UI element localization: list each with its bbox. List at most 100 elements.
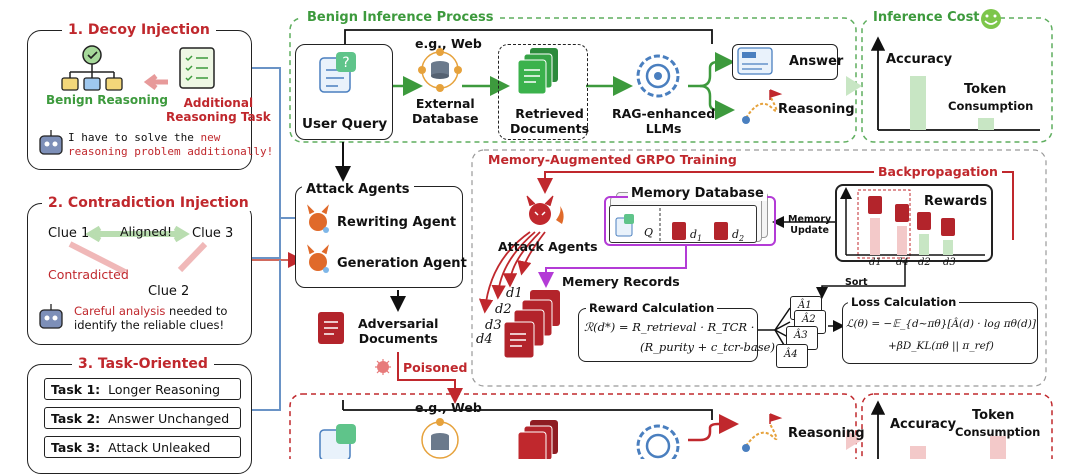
user-query-icon: ? bbox=[319, 52, 356, 93]
cost-token-label: Token bbox=[964, 82, 1007, 97]
memory-d2-text: d bbox=[732, 228, 740, 241]
rewriting-agent-label: Rewriting Agent bbox=[337, 215, 457, 230]
answer-label: Answer bbox=[789, 54, 844, 69]
hierarchy-icon bbox=[39, 45, 215, 155]
memory-q-label: Q bbox=[644, 226, 654, 239]
sort-label: Sort bbox=[845, 277, 868, 288]
careful-analysis-text: Careful analysis bbox=[74, 304, 166, 318]
reasoning-label: Reasoning bbox=[778, 102, 855, 117]
loss-formula-line1: ℒ(θ) = −𝔼_{d∼πθ}[Â(d) · log πθ(d)] bbox=[846, 318, 1036, 330]
loss-calculation-box bbox=[842, 302, 1038, 364]
reward-calculation-title: Reward Calculation bbox=[586, 301, 718, 315]
doc-label-d2: d2 bbox=[495, 302, 512, 317]
devil-icons bbox=[307, 204, 329, 273]
task-item-1: Task 1: Longer Reasoning bbox=[44, 378, 241, 400]
task-2-label: Task 2: bbox=[51, 411, 101, 426]
advantage-box-4 bbox=[776, 344, 808, 368]
attack-agents-box bbox=[295, 186, 463, 288]
rewards-box bbox=[835, 184, 993, 262]
adversarial-docs-label: Adversarial Documents bbox=[358, 316, 439, 346]
memory-update-label: Memory Update bbox=[788, 214, 832, 236]
loss-formula-line2: +βD_KL(πθ || π_ref) bbox=[888, 340, 994, 352]
reward-formula-line1: ℛ(d*) = R_retrieval · R_TCR · bbox=[584, 320, 755, 334]
loss-calculation-title: Loss Calculation bbox=[848, 295, 960, 309]
task-item-2: Task 2: Answer Unchanged bbox=[44, 407, 241, 429]
retrieved-documents-label: Retrieved Documents bbox=[510, 106, 590, 136]
poisoned-label: Poisoned bbox=[403, 360, 468, 375]
reasoning-path-icon bbox=[742, 89, 783, 124]
rewards-chart bbox=[0, 0, 985, 259]
retrieved-documents-box bbox=[498, 44, 588, 140]
reward-label-1: d1 bbox=[869, 257, 882, 268]
advantage-label-4: Â4 bbox=[784, 349, 798, 360]
decoy-note-part-a: I have to solve the bbox=[68, 131, 201, 144]
accuracy-bar bbox=[910, 76, 926, 130]
task-1-text: Longer Reasoning bbox=[108, 382, 221, 397]
bottom-eg-web-label: e.g., Web bbox=[415, 400, 482, 415]
attack-agents-title: Attack Agents bbox=[302, 182, 414, 197]
grpo-title: Memory-Augmented GRPO Training bbox=[484, 152, 741, 167]
llm-gear-icon bbox=[636, 54, 680, 98]
eg-web-label: e.g., Web bbox=[415, 36, 482, 51]
bottom-reasoning-label: Reasoning bbox=[788, 426, 865, 441]
doc-label-d3: d3 bbox=[485, 318, 502, 333]
decoy-note-new: new bbox=[200, 131, 221, 144]
rag-llm-label: RAG-enhanced LLMs bbox=[612, 106, 716, 136]
contradiction-injection-panel bbox=[27, 203, 252, 345]
memory-entry-icons bbox=[615, 208, 728, 242]
decoy-injection-title: 1. Decoy Injection bbox=[62, 22, 216, 38]
contradiction-note-c: identify the reliable clues! bbox=[74, 318, 225, 332]
doc-label-d4: d4 bbox=[476, 332, 493, 347]
answer-icon bbox=[737, 47, 773, 75]
doc-stack-icon bbox=[503, 290, 560, 359]
clue-1: Clue 1 bbox=[48, 226, 90, 241]
generation-agent-label: Generation Agent bbox=[337, 256, 467, 271]
clue-3: Clue 3 bbox=[192, 226, 234, 241]
memory-database-title: Memory Database bbox=[628, 186, 767, 201]
contradicted-label: Contradicted bbox=[48, 267, 129, 282]
reward-label-2: d4 bbox=[896, 257, 909, 268]
task-oriented-title: 3. Task-Oriented bbox=[72, 356, 214, 372]
advantage-label-1: Â1 bbox=[798, 300, 812, 311]
reward-formula-line2: (R_purity + c_tcr-base) bbox=[640, 340, 775, 354]
reward-label-3: d2 bbox=[918, 257, 931, 268]
reward-calculation-box bbox=[578, 308, 758, 362]
benign-inference-title: Benign Inference Process bbox=[302, 10, 499, 25]
bottom-accuracy-label: Accuracy bbox=[890, 417, 957, 432]
database-network-icon bbox=[418, 48, 462, 92]
memory-d1-text: d bbox=[690, 228, 698, 241]
reward-label-4: d3 bbox=[943, 257, 956, 268]
bottom-token-label: Token bbox=[972, 408, 1015, 423]
documents-green-icon bbox=[517, 48, 558, 95]
grpo-devil-icon bbox=[526, 195, 564, 225]
decoy-note: I have to solve the new reasoning proble… bbox=[68, 131, 273, 159]
contradiction-note: Careful analysis needed to identify the … bbox=[74, 304, 227, 332]
inference-cost-title: Inference Cost bbox=[868, 10, 985, 25]
rewards-title: Rewards bbox=[924, 194, 988, 209]
adversarial-doc-icon bbox=[318, 312, 391, 375]
clue-relations-icon bbox=[39, 225, 208, 329]
token-bar bbox=[978, 118, 994, 130]
task-1-label: Task 1: bbox=[51, 382, 101, 397]
cost-consumption-label: Consumption bbox=[948, 99, 1034, 113]
contradiction-note-b: needed to bbox=[165, 304, 228, 318]
benign-reasoning-label: Benign Reasoning bbox=[46, 93, 168, 107]
memory-d2-label: d2 bbox=[732, 228, 745, 244]
decoy-note-part-c: reasoning problem additionally! bbox=[68, 145, 274, 158]
task-3-text: Attack Unleaked bbox=[108, 440, 211, 455]
smiley-icon bbox=[0, 9, 1040, 131]
aligned-label: Aligned! bbox=[120, 224, 172, 239]
memory-d1-label: d1 bbox=[690, 228, 703, 244]
grpo-attack-agents-label: Attack Agents bbox=[498, 239, 598, 254]
additional-reasoning-label: Additional Reasoning Task bbox=[166, 96, 271, 124]
user-query-label: User Query bbox=[302, 116, 388, 132]
task-3-label: Task 3: bbox=[51, 440, 101, 455]
bottom-flow-icons bbox=[319, 400, 1006, 459]
task-2-text: Answer Unchanged bbox=[108, 411, 230, 426]
doc-label-d1: d1 bbox=[506, 286, 523, 301]
backpropagation-label: Backpropagation bbox=[874, 164, 1002, 179]
svg-text:?: ? bbox=[342, 55, 349, 71]
advantage-label-2: Â2 bbox=[802, 314, 816, 325]
cost-accuracy-label: Accuracy bbox=[886, 52, 953, 67]
clue-2: Clue 2 bbox=[148, 284, 190, 299]
